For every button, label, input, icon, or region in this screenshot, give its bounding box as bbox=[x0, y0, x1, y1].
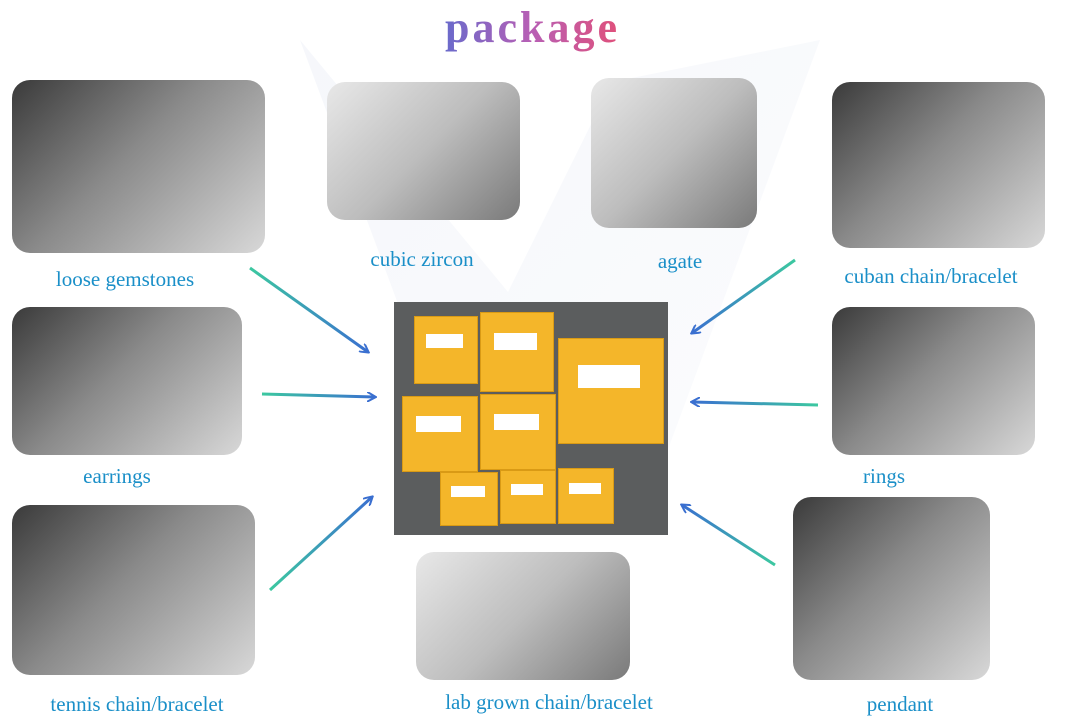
photo-lab-grown-chain bbox=[416, 552, 630, 680]
photo-cuban-chain bbox=[832, 82, 1045, 248]
package-box bbox=[480, 394, 556, 470]
arrow-icon bbox=[249, 266, 368, 352]
arrow-icon bbox=[261, 394, 375, 397]
photo-earrings bbox=[12, 307, 242, 455]
photo-loose-gemstones bbox=[12, 80, 265, 253]
label-tennis-chain: tennis chain/bracelet bbox=[50, 692, 224, 716]
label-cubic-zircon: cubic zircon bbox=[370, 247, 474, 271]
package-box bbox=[558, 468, 614, 524]
label-pendant: pendant bbox=[866, 692, 934, 716]
photo-cubic-zircon bbox=[327, 82, 520, 220]
package-box bbox=[480, 312, 554, 392]
label-lab-grown-chain: lab grown chain/bracelet bbox=[445, 690, 653, 714]
photo-rings bbox=[832, 307, 1035, 455]
package-box bbox=[500, 470, 556, 524]
arrow-icon bbox=[692, 402, 819, 405]
arrow-icon bbox=[692, 258, 796, 333]
packages-photo bbox=[394, 302, 668, 535]
photo-agate bbox=[591, 78, 757, 228]
photo-pendant bbox=[793, 497, 990, 680]
package-box bbox=[402, 396, 478, 472]
package-box bbox=[558, 338, 664, 444]
page-title: package bbox=[445, 3, 620, 52]
arrow-icon bbox=[682, 505, 776, 567]
arrow-icon bbox=[268, 497, 372, 592]
package-box bbox=[440, 472, 498, 526]
label-earrings: earrings bbox=[83, 464, 151, 488]
label-cuban-chain: cuban chain/bracelet bbox=[844, 264, 1018, 288]
label-loose-gemstones: loose gemstones bbox=[55, 267, 195, 291]
photo-tennis-chain bbox=[12, 505, 255, 675]
label-rings: rings bbox=[863, 464, 905, 488]
package-box bbox=[414, 316, 478, 384]
label-agate: agate bbox=[657, 249, 703, 273]
